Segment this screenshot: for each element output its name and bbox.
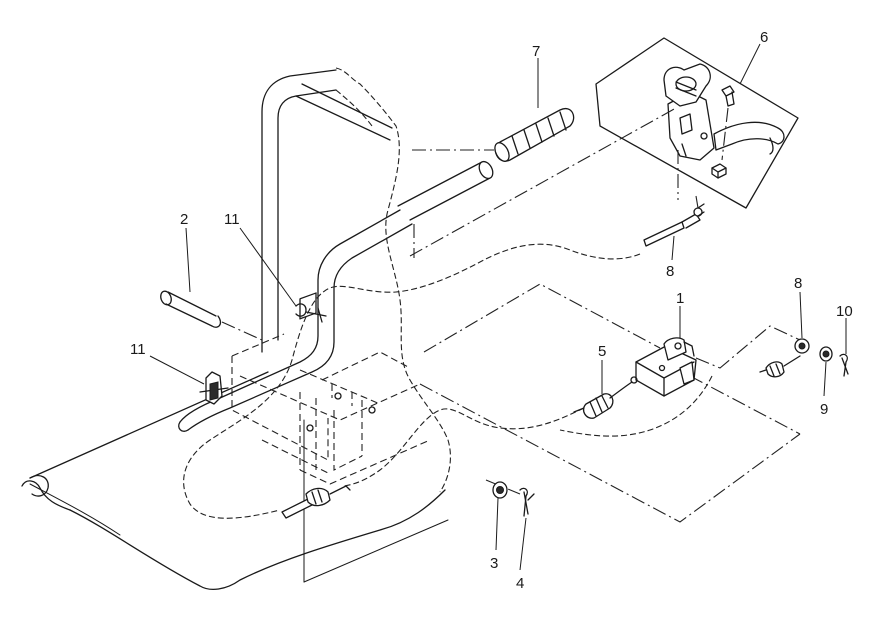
callout-8-upper: 8 <box>666 263 674 280</box>
cable-end-lower-left <box>281 485 351 519</box>
callout-8-lower: 8 <box>794 275 802 292</box>
lever-assembly-box <box>595 37 799 209</box>
washer-part-9 <box>819 346 833 362</box>
clamp-upper <box>295 303 327 323</box>
pin-part-2 <box>160 290 263 341</box>
base-deck <box>21 371 449 591</box>
callout-11-lower: 11 <box>130 341 146 358</box>
callout-2: 2 <box>180 211 188 228</box>
callout-5: 5 <box>598 343 606 360</box>
cable-end-upper <box>643 195 705 247</box>
spring-part-5 <box>573 376 638 419</box>
bracket-part-1 <box>635 337 697 397</box>
grip-part-7 <box>494 107 575 162</box>
callout-1: 1 <box>676 290 684 307</box>
callout-6: 6 <box>760 29 768 46</box>
control-cable <box>183 243 713 519</box>
washer-part-3 <box>492 481 508 499</box>
callout-10: 10 <box>836 303 853 320</box>
assembly-guide-lines <box>409 107 801 523</box>
cable-end-right <box>759 338 810 378</box>
callout-3: 3 <box>490 555 498 572</box>
handlebar-frame <box>178 67 494 493</box>
cotter-pin-part-4 <box>519 487 535 517</box>
cotter-pin-part-10 <box>839 353 849 377</box>
callout-11-upper: 11 <box>224 211 240 228</box>
callout-labels: 1 2 3 4 5 6 7 8 8 9 10 11 11 <box>130 29 853 592</box>
clamp-lower <box>199 371 229 405</box>
callout-9: 9 <box>820 401 828 418</box>
leader-lines <box>149 43 847 571</box>
callout-4: 4 <box>516 575 524 592</box>
bracket-hidden-lines <box>231 292 431 485</box>
callout-7: 7 <box>532 43 540 60</box>
